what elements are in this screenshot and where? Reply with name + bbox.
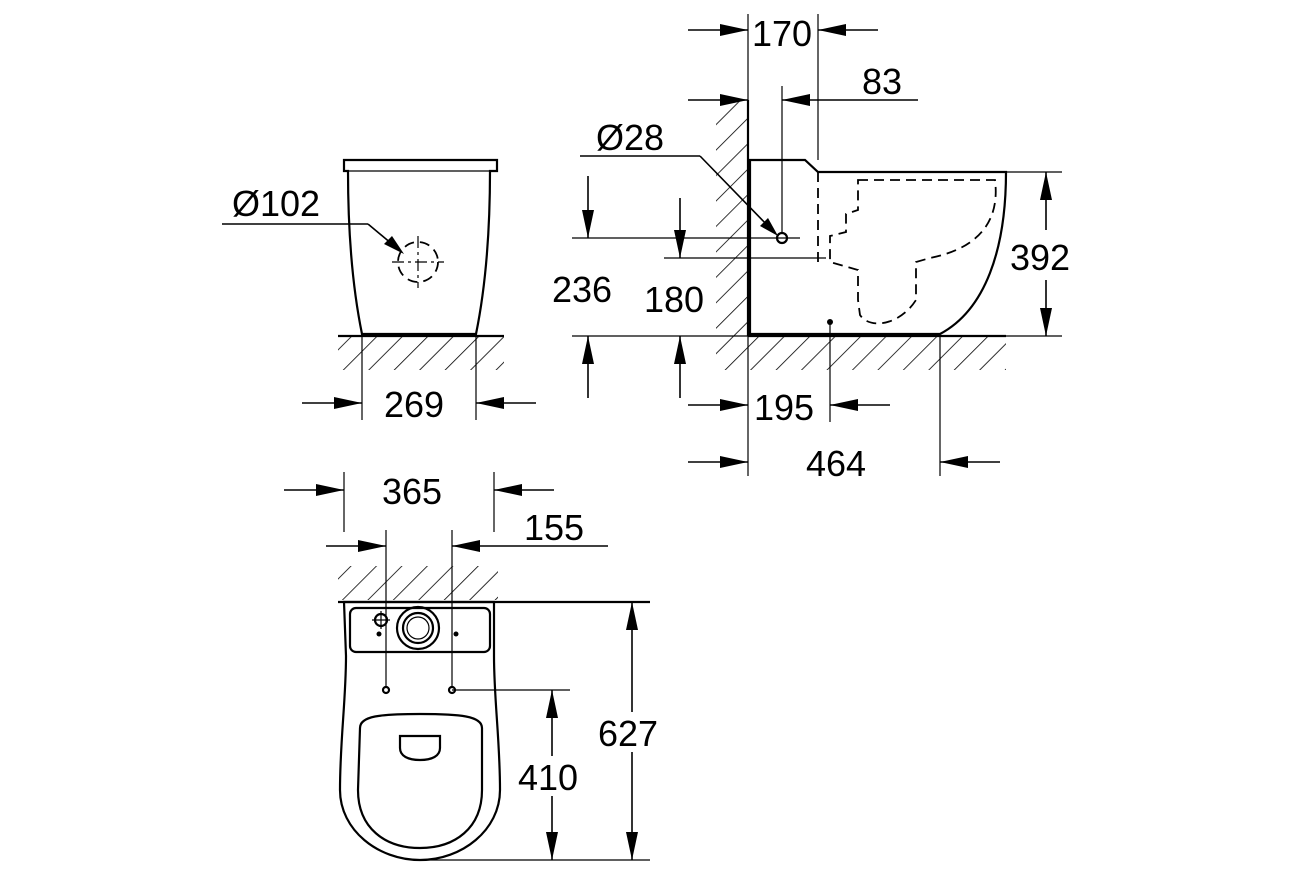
side-83-label: 83 (862, 61, 902, 102)
side-bowl-hidden-line (829, 179, 997, 325)
side-236-arrow-bottom (582, 336, 594, 364)
top-627-arrow-top (626, 602, 638, 630)
top-410-arrow-top (546, 690, 558, 718)
side-d28-arrow (760, 218, 778, 236)
top-wall-hatch (338, 566, 498, 600)
top-627-label: 627 (598, 713, 658, 754)
front-body-outline (342, 158, 499, 336)
top-365-arrow-left (316, 484, 344, 496)
side-180-arrow-top (674, 230, 686, 258)
side-d28-leader (699, 155, 771, 229)
top-flush-button-inner (401, 611, 435, 645)
top-627-arrow-bottom (626, 832, 638, 860)
front-269-arrow-left (334, 397, 362, 409)
front-269-label: 269 (384, 384, 444, 425)
side-180-arrow-bottom (674, 336, 686, 364)
top-seat-outline (356, 712, 484, 850)
side-170-arrow-right (818, 24, 846, 36)
side-view: Ø28 170 83 236 180 3 (552, 13, 1070, 484)
front-d102-label: Ø102 (232, 183, 320, 224)
side-392-arrow-bottom (1040, 308, 1052, 336)
front-floor-hatch (338, 336, 504, 370)
top-155-arrow-right (452, 540, 480, 552)
top-155-label: 155 (524, 507, 584, 548)
side-464-arrow-right (940, 456, 968, 468)
side-392-arrow-top (1040, 172, 1052, 200)
side-body-outline (748, 158, 1008, 336)
side-83-arrow-left (720, 94, 748, 106)
top-body-outline (338, 600, 502, 862)
side-floor-hatch (716, 336, 1006, 370)
side-195-arrow-left (720, 399, 748, 411)
top-155-arrow-left (358, 540, 386, 552)
side-464-label: 464 (806, 443, 866, 484)
side-83-arrow-right (782, 94, 810, 106)
top-410-label: 410 (518, 757, 578, 798)
front-269-arrow-right (476, 397, 504, 409)
top-small-dot-right (453, 631, 459, 637)
top-365-arrow-right (494, 484, 522, 496)
top-410-arrow-bottom (546, 832, 558, 860)
top-flush-button-core (406, 616, 430, 640)
top-fixing-point-left (381, 685, 391, 695)
side-195-arrow-right (830, 399, 858, 411)
side-195-label: 195 (754, 387, 814, 428)
top-view: 365 155 410 627 (284, 471, 658, 862)
front-d102-arrow (384, 236, 404, 254)
side-170-label: 170 (752, 13, 812, 54)
top-seat-grip (398, 734, 442, 762)
front-view: Ø102 269 (222, 158, 536, 425)
top-flush-button-outer (395, 605, 441, 651)
top-365-label: 365 (382, 471, 442, 512)
top-tank-lid (348, 606, 492, 654)
side-180-label: 180 (644, 279, 704, 320)
side-236-arrow-top (582, 210, 594, 238)
side-wall-hatch (716, 100, 748, 336)
side-392-label: 392 (1010, 237, 1070, 278)
side-170-arrow-left (720, 24, 748, 36)
side-d28-label: Ø28 (596, 117, 664, 158)
top-small-dot-left (376, 631, 382, 637)
side-464-arrow-left (720, 456, 748, 468)
side-236-label: 236 (552, 269, 612, 310)
